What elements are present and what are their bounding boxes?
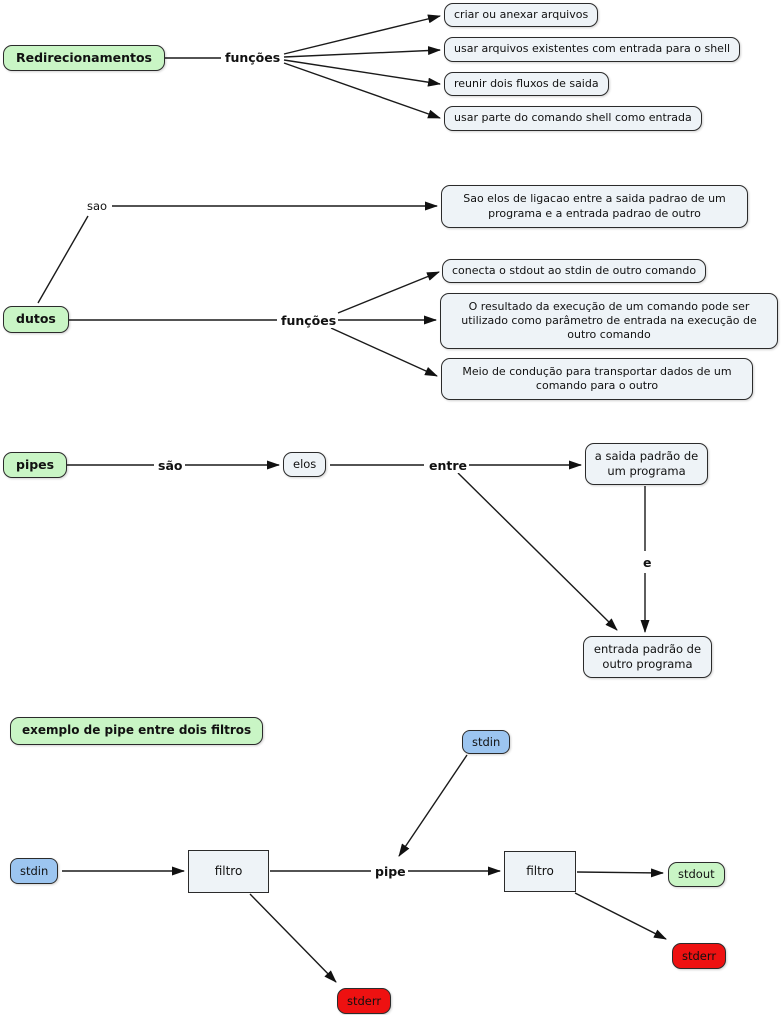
node-exemplo-pipe[interactable]: exemplo de pipe entre dois filtros bbox=[10, 717, 264, 745]
node-stdout[interactable]: stdout bbox=[668, 862, 725, 887]
node-usar-parte-comando[interactable]: usar parte do comando shell como entrada bbox=[444, 106, 702, 131]
node-redirecionamentos[interactable]: Redirecionamentos bbox=[3, 45, 165, 71]
node-saida-padrao[interactable]: a saida padrão de um programa bbox=[585, 443, 708, 485]
node-entrada-padrao[interactable]: entrada padrão de outro programa bbox=[583, 636, 712, 678]
node-usar-arquivos-existentes[interactable]: usar arquivos existentes com entrada par… bbox=[444, 37, 741, 62]
node-sao-elos-ligacao[interactable]: Sao elos de ligacao entre a saida padrao… bbox=[441, 185, 748, 228]
link-label-funcoes-1[interactable]: funções bbox=[223, 50, 283, 65]
node-stdin-left[interactable]: stdin bbox=[10, 858, 59, 884]
node-stdin-top[interactable]: stdin bbox=[462, 730, 511, 754]
node-filtro-2[interactable]: filtro bbox=[504, 851, 576, 892]
link-label-sao[interactable]: sao bbox=[85, 199, 110, 214]
link-label-funcoes-2[interactable]: funções bbox=[279, 313, 339, 328]
node-meio-conducao[interactable]: Meio de condução para transportar dados … bbox=[441, 358, 753, 400]
link-label-sao-bold[interactable]: são bbox=[156, 458, 185, 473]
node-resultado-execucao[interactable]: O resultado da execução de um comando po… bbox=[440, 293, 778, 349]
link-label-pipe[interactable]: pipe bbox=[373, 864, 408, 879]
node-stderr-right[interactable]: stderr bbox=[672, 943, 727, 969]
link-label-entre[interactable]: entre bbox=[427, 458, 469, 473]
link-label-e[interactable]: e bbox=[641, 555, 654, 570]
node-elos[interactable]: elos bbox=[283, 452, 327, 477]
node-dutos[interactable]: dutos bbox=[3, 306, 69, 333]
node-stderr-left[interactable]: stderr bbox=[337, 988, 392, 1014]
node-filtro-1[interactable]: filtro bbox=[188, 850, 269, 893]
node-criar-ou-anexar[interactable]: criar ou anexar arquivos bbox=[444, 3, 599, 27]
node-pipes[interactable]: pipes bbox=[3, 452, 68, 478]
node-reunir-fluxos[interactable]: reunir dois fluxos de saida bbox=[444, 72, 609, 96]
node-conecta-stdout-stdin[interactable]: conecta o stdout ao stdin de outro coman… bbox=[442, 259, 707, 283]
